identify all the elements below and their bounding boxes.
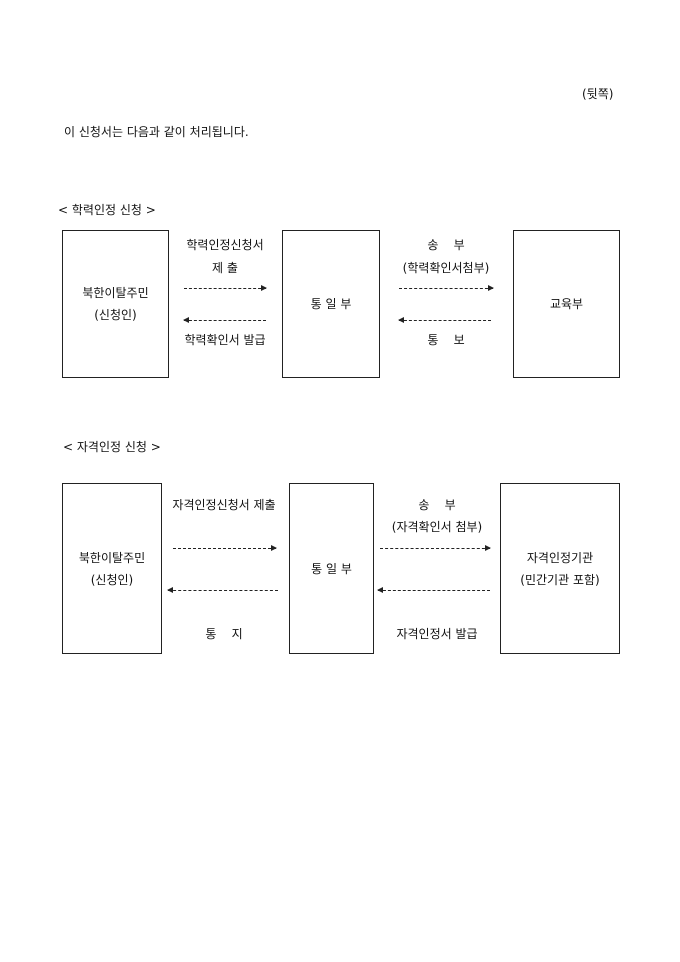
target-label: 자격인정기관 [526, 550, 594, 565]
arrow-right [184, 285, 267, 291]
section-title: < 학력인정 신청 > [58, 203, 156, 217]
flow-label: 제 출 [212, 261, 238, 275]
arrow-left [167, 587, 278, 593]
arrow-left [377, 587, 490, 593]
ministry-box: 통 일 부 [289, 483, 374, 654]
applicant-box: 북한이탈주민 (신청인) [62, 230, 169, 378]
flow-label: 자격인정신청서 제출 [172, 498, 276, 512]
flow-label: 자격인정서 발급 [396, 627, 478, 641]
applicant-box: 북한이탈주민 (신청인) [62, 483, 162, 654]
ministry-label: 통 일 부 [310, 297, 352, 311]
arrow-left [398, 317, 491, 323]
flow-label: 통 지 [205, 627, 243, 641]
intro-text: 이 신청서는 다음과 같이 처리됩니다. [64, 125, 249, 139]
applicant-sub: (신청인) [94, 308, 137, 322]
certification-agency-box: 자격인정기관 (민간기관 포함) [500, 483, 620, 654]
flow-label: 송 부 [427, 238, 465, 252]
target-sub: (민간기관 포함) [520, 572, 600, 587]
flow-label: 학력확인서 발급 [184, 333, 266, 347]
ministry-box: 통 일 부 [282, 230, 380, 378]
arrow-left [183, 317, 266, 323]
flow-label: 통 보 [427, 333, 465, 347]
flow-label: 송 부 [418, 498, 456, 512]
arrow-right [399, 285, 494, 291]
section-title: < 자격인정 신청 > [63, 440, 161, 454]
ministry-label: 통 일 부 [311, 561, 352, 576]
flow-label: (자격확인서 첨부) [391, 520, 483, 534]
target-label: 교육부 [549, 297, 584, 311]
arrow-right [173, 545, 277, 551]
page-side-label: (뒷쪽) [582, 87, 614, 101]
applicant-sub: (신청인) [90, 572, 134, 587]
flow-label: 학력인정신청서 [186, 238, 264, 252]
education-ministry-box: 교육부 [513, 230, 620, 378]
flow-label: (학력확인서첨부) [402, 261, 490, 275]
applicant-label: 북한이탈주민 [82, 286, 149, 300]
applicant-label: 북한이탈주민 [78, 550, 146, 565]
arrow-right [380, 545, 491, 551]
